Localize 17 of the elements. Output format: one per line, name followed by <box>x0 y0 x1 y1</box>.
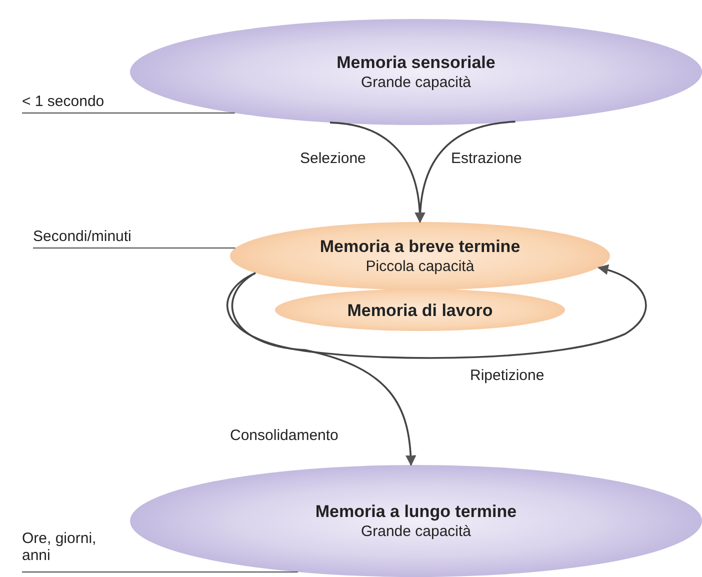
memory-title: Memoria a breve termine <box>320 236 520 257</box>
duration-label: Secondi/minuti <box>33 228 132 245</box>
edge-label: Ripetizione <box>468 367 546 384</box>
leader-line <box>22 571 298 573</box>
capacity-label: Grande capacità <box>360 522 472 541</box>
leader-line <box>33 247 236 249</box>
capacity-label: Piccola capacità <box>366 257 474 276</box>
leader-line <box>22 112 235 114</box>
arrow <box>226 264 647 359</box>
memory-title: Memoria a lungo termine <box>315 501 517 522</box>
arrow <box>415 120 516 224</box>
capacity-label: Grande capacità <box>360 73 472 92</box>
duration-label: < 1 secondo <box>22 93 106 110</box>
arrow <box>232 272 416 466</box>
duration-label: Ore, giorni, anni <box>22 530 98 564</box>
memory-title: Memoria di lavoro <box>347 300 493 320</box>
memory-title: Memoria sensoriale <box>336 52 496 73</box>
